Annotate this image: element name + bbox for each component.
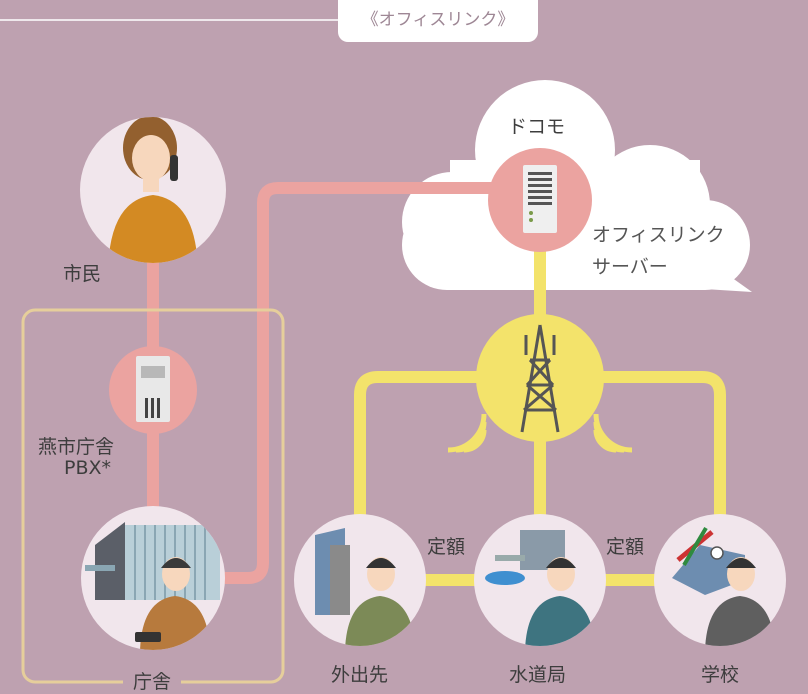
antenna-tower-icon xyxy=(476,314,604,442)
water-bureau-icon xyxy=(474,514,606,646)
office-link-server-icon xyxy=(488,148,592,252)
city-hall-icon xyxy=(81,506,225,650)
outside-worker-icon xyxy=(294,514,426,646)
pbx-label: 燕市庁舎 xyxy=(38,436,115,458)
pink-line-to-server xyxy=(212,182,500,584)
signal-waves-icon xyxy=(447,413,633,453)
pbx-icon xyxy=(109,346,197,434)
pbx-sublabel: PBX* xyxy=(64,457,112,479)
school-label: 学校 xyxy=(701,664,740,686)
flat-rate-label-2: 定額 xyxy=(606,536,645,558)
page-title: 《オフィスリンク》 xyxy=(338,0,538,42)
flat-rate-label-1: 定額 xyxy=(427,536,466,558)
water-bureau-label: 水道局 xyxy=(509,664,567,686)
docomo-label: ドコモ xyxy=(508,116,566,138)
school-icon xyxy=(654,514,786,646)
server-sublabel: サーバー xyxy=(592,256,668,278)
outside-label: 外出先 xyxy=(331,664,389,686)
server-label: オフィスリンク xyxy=(592,224,725,246)
citizen-icon xyxy=(80,117,226,263)
citizen-label: 市民 xyxy=(63,263,102,285)
